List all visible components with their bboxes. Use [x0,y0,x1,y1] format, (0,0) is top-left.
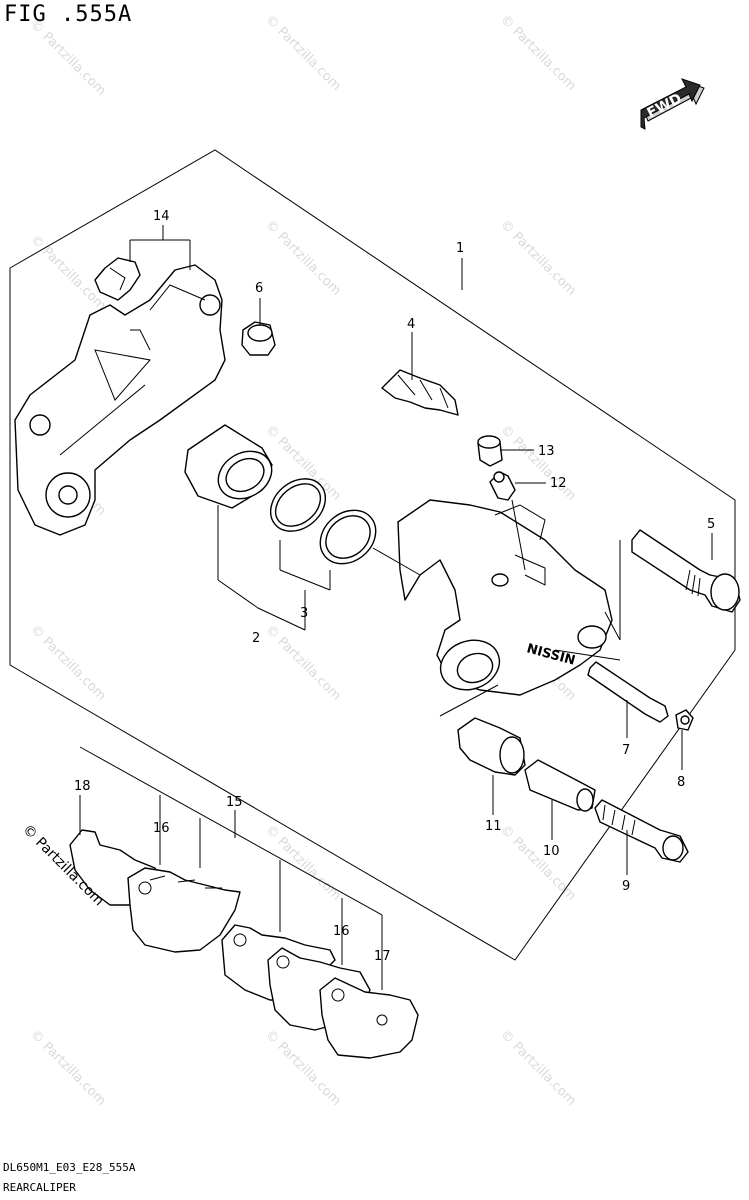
callout-8: 8 [677,775,685,790]
brake-pads [69,829,419,1059]
pad-pin [587,661,669,723]
pin-boot [457,717,526,776]
piston-seals [269,478,377,565]
callout-15: 15 [226,795,243,810]
callout-16b: 16 [333,924,350,939]
callout-6: 6 [255,281,263,296]
watermark: © Partzilla.com [497,822,579,904]
fwd-arrow-icon: FWD [640,78,705,130]
callout-13: 13 [538,444,555,459]
pin-sleeve [524,759,596,812]
assembly-frame [9,149,736,961]
callout-10: 10 [543,844,560,859]
callout-17: 17 [374,949,391,964]
slide-pin [631,529,741,613]
pad-pin-plug [675,709,694,731]
callout-11: 11 [485,819,502,834]
leader-lines [79,225,713,965]
figure-title: FIG .555A [4,2,133,27]
watermark: © Partzilla.com [27,1027,109,1109]
piston-part [184,424,273,509]
callouts: 1 2 3 4 5 6 7 8 9 10 11 12 13 14 15 16 1… [74,209,715,964]
callout-9: 9 [622,879,630,894]
callout-4: 4 [407,317,415,332]
callout-3: 3 [300,606,308,621]
callout-5: 5 [707,517,715,532]
pad-spring [381,369,459,416]
callout-14: 14 [153,209,170,224]
diagram-name: REARCALIPER [3,1181,76,1194]
caliper-body: NISSIN [397,499,613,696]
boot-part [241,321,276,356]
watermark: © Partzilla.com [27,622,109,704]
callout-1: 1 [456,241,464,256]
watermark: © Partzilla.com [262,622,344,704]
watermark: © Partzilla.com [262,822,344,904]
bleeder-cap [477,435,503,467]
watermark: © Partzilla.com [27,232,109,314]
pad-frame [79,746,383,990]
fwd-label: FWD [645,91,685,122]
watermark: © Partzilla.com [27,17,109,99]
callout-12: 12 [550,476,567,491]
bleeder-valve [489,471,526,571]
watermark: © Partzilla.com [262,217,344,299]
callout-7: 7 [622,743,630,758]
watermark: © Partzilla.com [497,1027,579,1109]
caliper-bracket [14,257,226,536]
callout-18: 18 [74,779,91,794]
watermark: © Partzilla.com [497,12,579,94]
caliper-bolt [594,799,689,863]
diagram-code: DL650M1_E03_E28_555A [3,1161,136,1174]
callout-16a: 16 [153,821,170,836]
callout-2: 2 [252,631,260,646]
watermark: © Partzilla.com [262,12,344,94]
watermark: © Partzilla.com [497,217,579,299]
